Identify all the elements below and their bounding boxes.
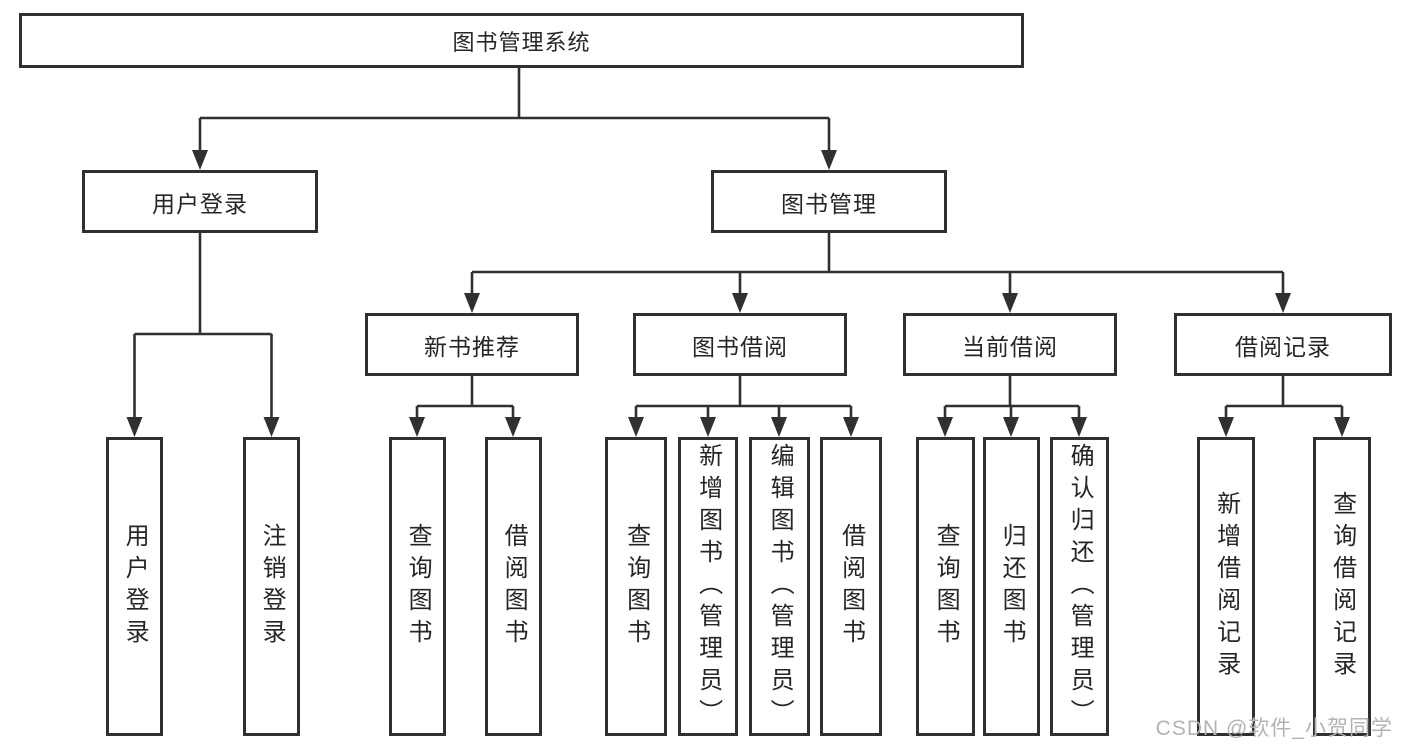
leaf-return-books-label: 归还图书 xyxy=(998,522,1026,651)
leaf-add-book-admin-label: 新增图书（管理员） xyxy=(694,442,722,731)
leaf-user-login: 用户登录 xyxy=(106,437,163,736)
node-book-management-label: 图书管理 xyxy=(781,190,877,217)
node-borrow-records: 借阅记录 xyxy=(1174,313,1392,376)
leaf-edit-book-admin: 编辑图书（管理员） xyxy=(749,437,810,736)
leaf-edit-book-admin-label: 编辑图书（管理员） xyxy=(766,442,794,731)
node-new-book-recommend: 新书推荐 xyxy=(365,313,579,376)
leaf-borrow-books: 借阅图书 xyxy=(820,437,882,736)
node-library-management-system-label: 图书管理系统 xyxy=(452,29,591,55)
leaf-user-login-label: 用户登录 xyxy=(121,522,149,651)
leaf-recommend-query-books-label: 查询图书 xyxy=(404,522,432,651)
leaf-borrow-query-books: 查询图书 xyxy=(605,437,667,736)
leaf-query-borrow-record: 查询借阅记录 xyxy=(1313,437,1371,736)
leaf-confirm-return-admin: 确认归还（管理员） xyxy=(1050,437,1109,736)
leaf-recommend-borrow-books: 借阅图书 xyxy=(485,437,542,736)
node-book-management: 图书管理 xyxy=(711,170,947,233)
node-user-login-label: 用户登录 xyxy=(152,190,248,217)
leaf-add-book-admin: 新增图书（管理员） xyxy=(678,437,738,736)
leaf-query-borrow-record-label: 查询借阅记录 xyxy=(1328,490,1356,683)
node-book-borrow-label: 图书借阅 xyxy=(692,333,788,360)
node-new-book-recommend-label: 新书推荐 xyxy=(424,333,520,360)
leaf-logout-label: 注销登录 xyxy=(258,522,286,651)
leaf-recommend-query-books: 查询图书 xyxy=(389,437,446,736)
node-current-borrow: 当前借阅 xyxy=(903,313,1117,376)
leaf-borrow-query-books-label: 查询图书 xyxy=(622,522,650,651)
leaf-current-query-books: 查询图书 xyxy=(916,437,975,736)
leaf-logout: 注销登录 xyxy=(243,437,300,736)
leaf-return-books: 归还图书 xyxy=(983,437,1040,736)
csdn-watermark: CSDN @软件_小贺同学 xyxy=(1155,717,1393,740)
leaf-confirm-return-admin-label: 确认归还（管理员） xyxy=(1066,442,1094,731)
node-borrow-records-label: 借阅记录 xyxy=(1235,333,1331,360)
leaf-recommend-borrow-books-label: 借阅图书 xyxy=(500,522,528,651)
node-current-borrow-label: 当前借阅 xyxy=(962,333,1058,360)
leaf-borrow-books-label: 借阅图书 xyxy=(837,522,865,651)
leaf-current-query-books-label: 查询图书 xyxy=(932,522,960,651)
node-library-management-system: 图书管理系统 xyxy=(19,13,1024,68)
leaf-add-borrow-record: 新增借阅记录 xyxy=(1197,437,1255,736)
node-book-borrow: 图书借阅 xyxy=(633,313,847,376)
leaf-add-borrow-record-label: 新增借阅记录 xyxy=(1212,490,1240,683)
node-user-login: 用户登录 xyxy=(82,170,318,233)
